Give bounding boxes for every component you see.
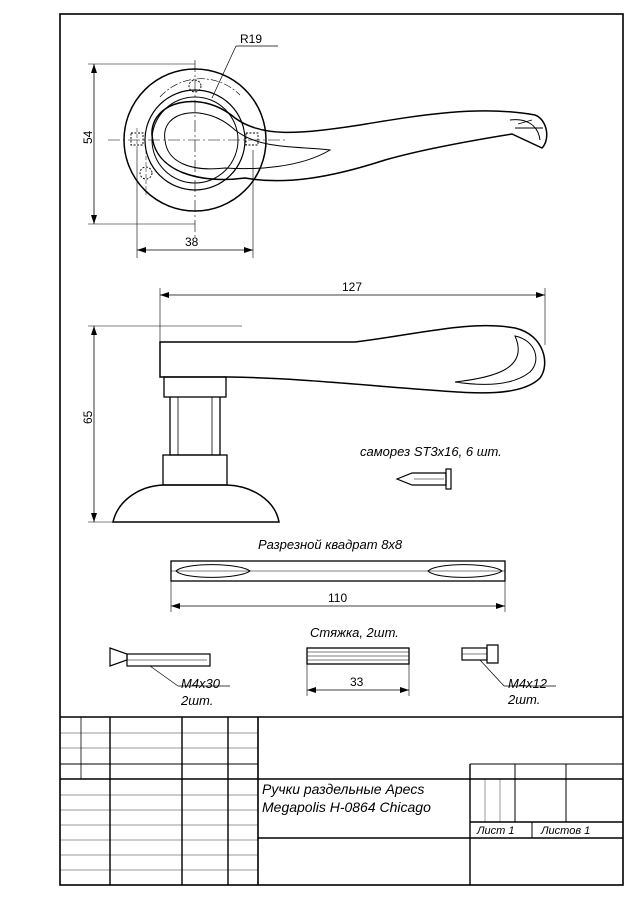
split-spindle [170,560,506,612]
title-line-1: Ручки раздельные Apecs [262,781,424,797]
lever-top-inner [164,112,332,170]
dim-54-label: 54 [81,130,95,144]
dim-33-label: 33 [350,675,364,689]
neck-collar [163,376,227,398]
bolt-m4x12-qty: 2шт. [507,692,540,707]
lever-top-tip [509,119,541,141]
sheet-number-label: Лист 1 [476,825,515,837]
title-block [60,716,623,885]
rosette-side [112,484,280,523]
radius-arc [159,78,241,98]
side-view [88,288,546,523]
rosette-outer [123,68,267,212]
title-line-2: Megapolis H-0864 Chicago [262,799,431,815]
neck-base [162,454,228,486]
r19-leader [211,45,237,99]
bolt-m4x12 [461,644,556,687]
dim-127-label: 127 [342,280,362,294]
screw-label: саморез ST3x16, 6 шт. [360,444,502,459]
dim-65-label: 65 [81,410,95,424]
lever-top-tip-2 [515,119,543,129]
connector-label: Стяжка, 2шт. [310,625,399,640]
bolt-m4x30-qty: 2шт. [180,693,213,708]
radius-label: R19 [240,32,262,46]
dim-38-label: 38 [185,235,199,249]
bolt-m4x12-size: M4x12 [508,676,548,691]
neck-body [169,397,221,456]
top-view [88,45,548,258]
lever-top-outline [151,100,548,182]
dim-110-label: 110 [328,591,347,605]
self-tapping-screw [395,468,452,490]
spindle-label: Разрезной квадрат 8x8 [258,537,403,552]
bolt-m4x30 [109,647,230,687]
screw-hole-top [188,79,202,93]
screw-hole-left [139,166,153,180]
lever-side-inner [454,335,537,385]
connector-tube [306,647,410,696]
square-hole-right [245,132,259,146]
rosette-inner [144,89,246,191]
square-hole-left [130,132,144,146]
sheets-total-label: Листов 1 [540,825,590,837]
lever-side-outline [159,324,546,394]
bolt-m4x30-size: M4x30 [181,676,221,691]
drawing-frame [59,13,624,886]
